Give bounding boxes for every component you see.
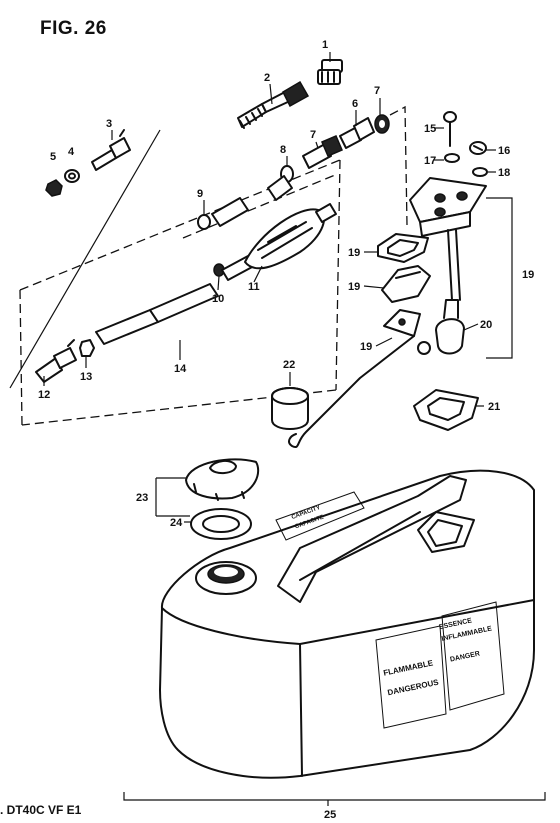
figure-footer: . DT40C VF E1 — [0, 803, 82, 817]
callout-10: 19 — [348, 247, 360, 259]
part-17-connector — [35, 339, 77, 383]
part-5-screw — [469, 141, 487, 155]
callout-13: 22 — [283, 359, 295, 371]
callout-14: 20 — [480, 319, 492, 331]
hose-section-upper — [211, 175, 293, 227]
part-19-clip-bottom — [79, 339, 95, 357]
part-9-fitting — [339, 117, 375, 149]
part-15-washer — [374, 114, 390, 134]
callout-4: 21 — [488, 401, 500, 413]
part-2-cap — [185, 458, 260, 501]
part-1-fuel-tank — [159, 469, 535, 779]
callout-2: 23 — [136, 492, 148, 504]
fuel-gauge-dashed-boundary — [389, 105, 408, 226]
part-20-primer-bulb — [221, 203, 337, 281]
callout-19-d: 13 — [80, 371, 92, 383]
callout-16: 14 — [174, 363, 187, 375]
hose-connector-diagonal-line — [9, 129, 161, 389]
callout-5: 16 — [498, 145, 510, 157]
part-16-hose — [95, 283, 219, 345]
callout-20: 11 — [248, 281, 260, 293]
part-8-gauge-plate — [409, 177, 487, 301]
part-18-fitting — [302, 135, 343, 169]
hose-assembly-dashed-boundary — [19, 159, 341, 426]
callout-7-left: 17 — [424, 155, 436, 167]
part-11-cover — [381, 265, 431, 303]
callout-7-right: 18 — [498, 167, 510, 179]
callout-1: 25 — [324, 809, 336, 821]
callout-17: 12 — [38, 389, 50, 401]
part-14-float — [435, 299, 465, 355]
part-25-fitting — [317, 59, 343, 85]
part-3-seal — [190, 508, 252, 540]
part-7-washer-left — [444, 153, 460, 163]
callout-19-c: 10 — [212, 293, 224, 305]
callout-19-a: 8 — [280, 144, 286, 156]
callout-15: 7 — [374, 85, 380, 97]
part-21-connector — [91, 129, 131, 171]
figure-title: FIG. 26 — [40, 18, 107, 39]
part-4-gasket — [413, 389, 479, 431]
part-12-bracket — [383, 309, 431, 355]
part-19-clip-left — [197, 214, 211, 230]
part-10-gasket — [377, 233, 429, 263]
part-6-screw — [443, 111, 457, 147]
part-7-washer-right — [472, 167, 488, 177]
leader-lines — [43, 52, 546, 806]
callout-9: 6 — [352, 98, 358, 110]
vent-wire — [288, 335, 415, 448]
part-23-nut — [45, 179, 63, 197]
callout-6: 15 — [424, 123, 436, 135]
part-22-washer — [64, 169, 80, 183]
callout-25: 1 — [322, 39, 328, 51]
callout-19-b: 9 — [197, 188, 203, 200]
callout-12: 19 — [360, 341, 372, 353]
part-13-cylinder — [271, 387, 309, 430]
callout-22: 4 — [68, 146, 75, 158]
part-24-hose-connector — [237, 80, 310, 129]
callout-3: 24 — [170, 517, 183, 529]
callout-18: 7 — [310, 129, 316, 141]
callout-21: 3 — [106, 118, 112, 130]
callout-8: 19 — [522, 269, 534, 281]
callout-11: 19 — [348, 281, 360, 293]
callout-labels: 1 2 3 4 5 6 7 7 8 9 10 11 12 13 14 15 16… — [38, 39, 534, 821]
callout-23: 5 — [50, 151, 56, 163]
callout-24: 2 — [264, 72, 270, 84]
